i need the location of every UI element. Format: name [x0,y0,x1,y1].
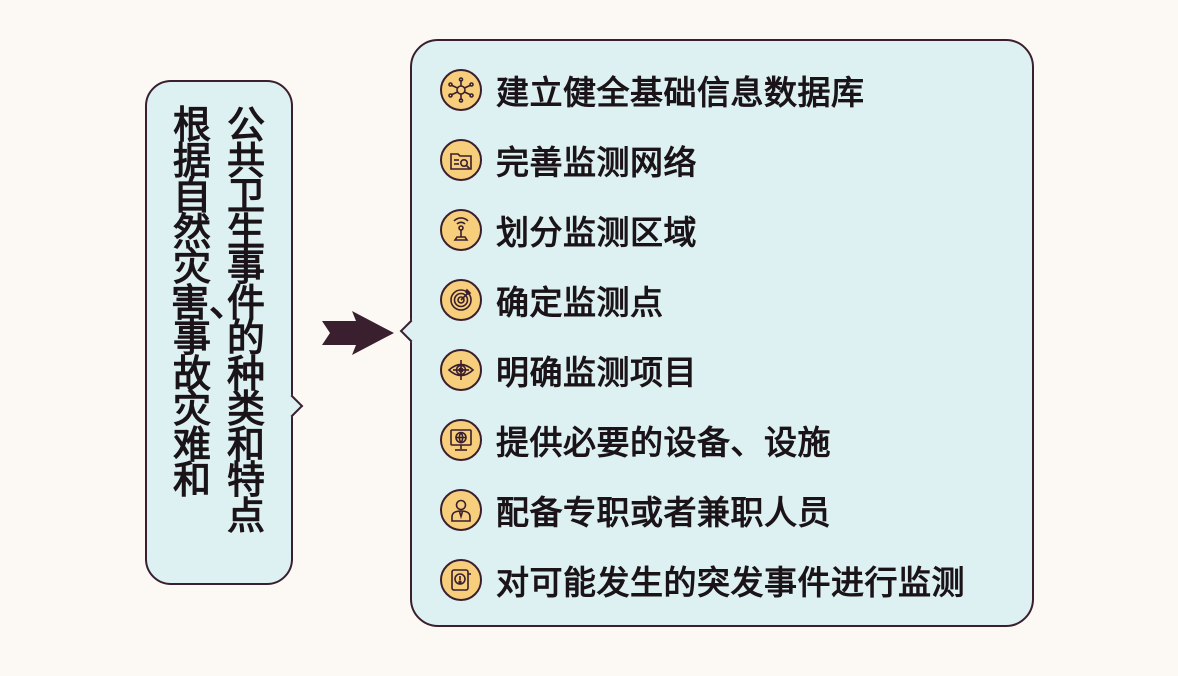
item-label: 配备专职或者兼职人员 [496,493,831,532]
left-box-notch [280,394,304,418]
target-icon [440,279,482,321]
item-label: 提供必要的设备、设施 [496,423,831,462]
list-item: 确定监测点 [440,276,664,324]
list-item: 建立健全基础信息数据库 [440,66,865,114]
person-icon [440,489,482,531]
globe-monitor-icon [440,419,482,461]
list-item: 划分监测区域 [440,206,697,254]
item-label: 对可能发生的突发事件进行监测 [496,563,965,602]
list-item: 提供必要的设备、设施 [440,416,831,464]
right-box-notch [399,319,423,343]
list-item: 配备专职或者兼职人员 [440,486,831,534]
eye-icon [440,349,482,391]
left-text-column-a: 公共卫生事件的种类和特点 [226,103,265,538]
folder-icon [440,139,482,181]
signal-icon [440,209,482,251]
item-label: 建立健全基础信息数据库 [496,73,865,112]
alert-icon [440,559,482,601]
left-text-column-b: 根据自然灾害、事故灾难和 [171,103,248,502]
item-label: 完善监测网络 [496,143,697,182]
item-label: 明确监测项目 [496,353,697,392]
right-box: 建立健全基础信息数据库 完善监测网络 划分监测区域 [399,39,1034,627]
list-item: 对可能发生的突发事件进行监测 [440,556,965,604]
network-icon [440,69,482,111]
list-item: 明确监测项目 [440,346,697,394]
right-arrow-icon [322,311,394,359]
list-item: 完善监测网络 [440,136,697,184]
item-label: 划分监测区域 [496,213,697,252]
item-label: 确定监测点 [496,283,664,322]
left-box: 公共卫生事件的种类和特点 根据自然灾害、事故灾难和 [145,80,304,585]
